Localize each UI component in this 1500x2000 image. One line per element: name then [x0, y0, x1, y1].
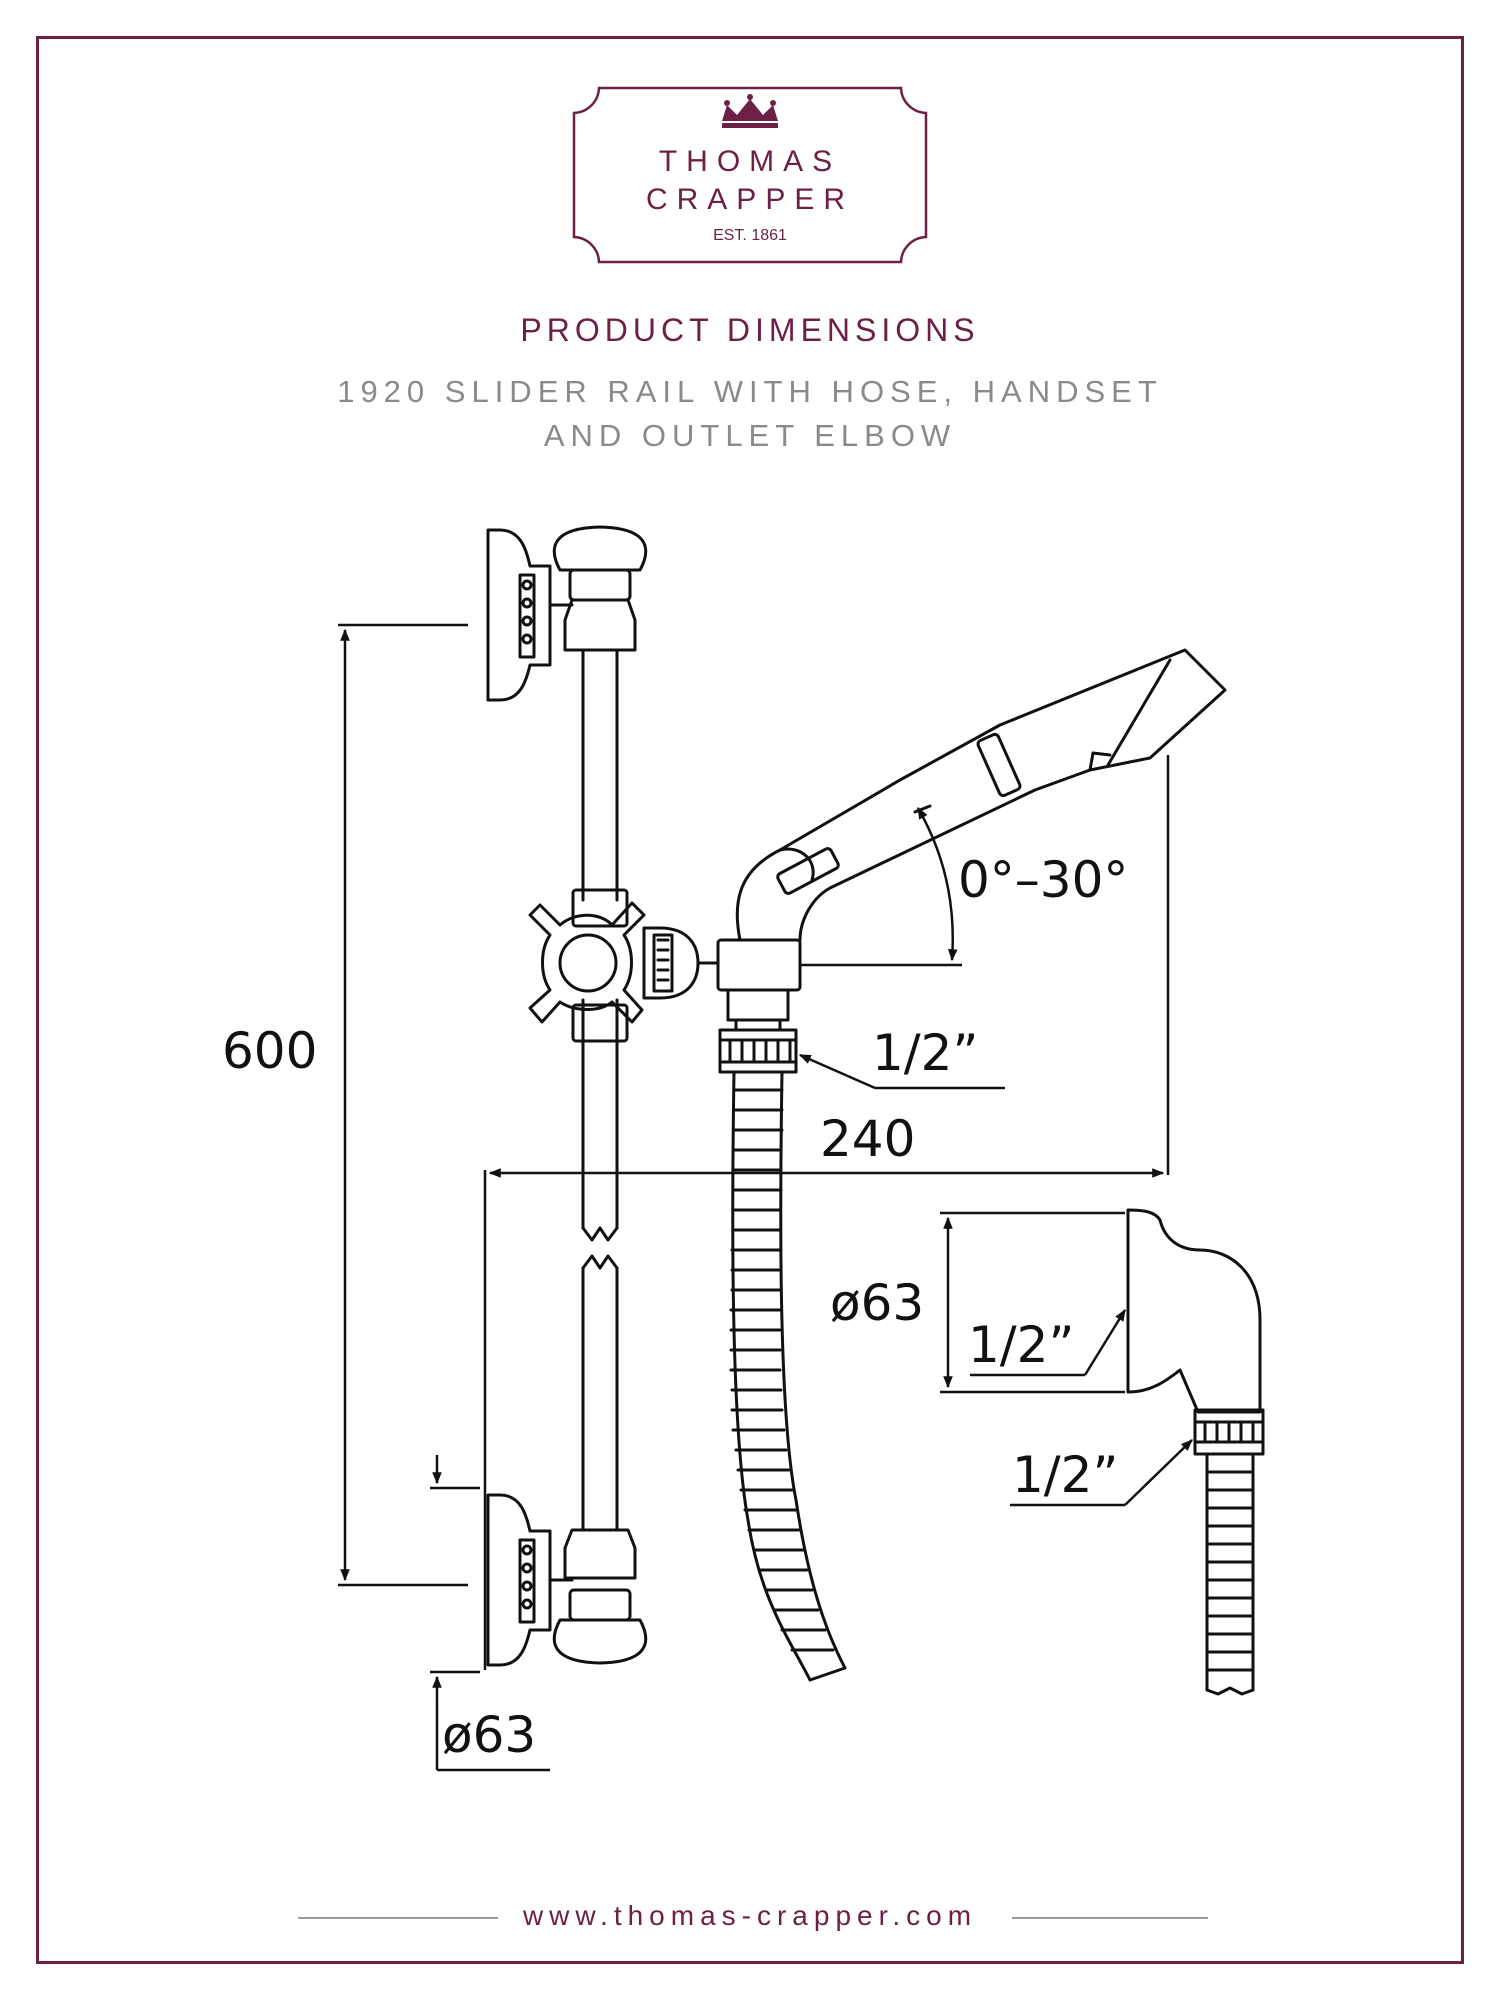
footer-website-link[interactable]: www.thomas-crapper.com — [522, 1900, 978, 1931]
dimension-handset-reach: 240 — [820, 1110, 915, 1168]
top-rail-knob — [552, 525, 648, 652]
product-subtitle-line1: 1920 SLIDER RAIL WITH HOSE, HANDSET — [337, 374, 1163, 409]
bottom-rail-knob — [552, 1528, 648, 1665]
product-subtitle-line2: AND OUTLET ELBOW — [543, 418, 957, 453]
top-wall-flange — [486, 528, 574, 702]
dimension-rail-height: 600 — [222, 1022, 317, 1080]
crown-icon — [722, 94, 778, 128]
dimension-lines — [338, 623, 1193, 1772]
page-title: PRODUCT DIMENSIONS — [520, 312, 980, 348]
dimension-hose-thread: 1/2” — [872, 1024, 978, 1082]
brand-logo: THOMAS CRAPPER EST. 1861 — [571, 85, 929, 265]
logo-badge — [572, 86, 928, 264]
handset-holder — [696, 938, 802, 992]
brand-name-line2: CRAPPER — [645, 183, 855, 216]
footer-rule-left — [298, 1917, 498, 1919]
hose-nut — [718, 988, 798, 1074]
dimension-elbow-inlet-thread: 1/2” — [968, 1316, 1074, 1374]
brand-established: EST. 1861 — [713, 227, 787, 244]
slider-cross-handle — [528, 888, 700, 1043]
brand-name-line1: THOMAS — [658, 145, 842, 178]
footer-rule-right — [1012, 1917, 1208, 1919]
dimension-handset-angle: 0°–30° — [958, 851, 1128, 909]
shower-hose — [729, 1070, 847, 1682]
bottom-wall-flange — [486, 1493, 574, 1667]
slider-rail — [581, 648, 619, 1532]
outlet-elbow — [1126, 1208, 1265, 1696]
dimension-elbow-outlet-thread: 1/2” — [1012, 1446, 1118, 1504]
dimension-flange-diameter: ø63 — [442, 1706, 536, 1764]
dimension-elbow-diameter: ø63 — [830, 1274, 924, 1332]
page-frame — [36, 36, 1464, 1964]
shower-handset — [735, 648, 1227, 942]
